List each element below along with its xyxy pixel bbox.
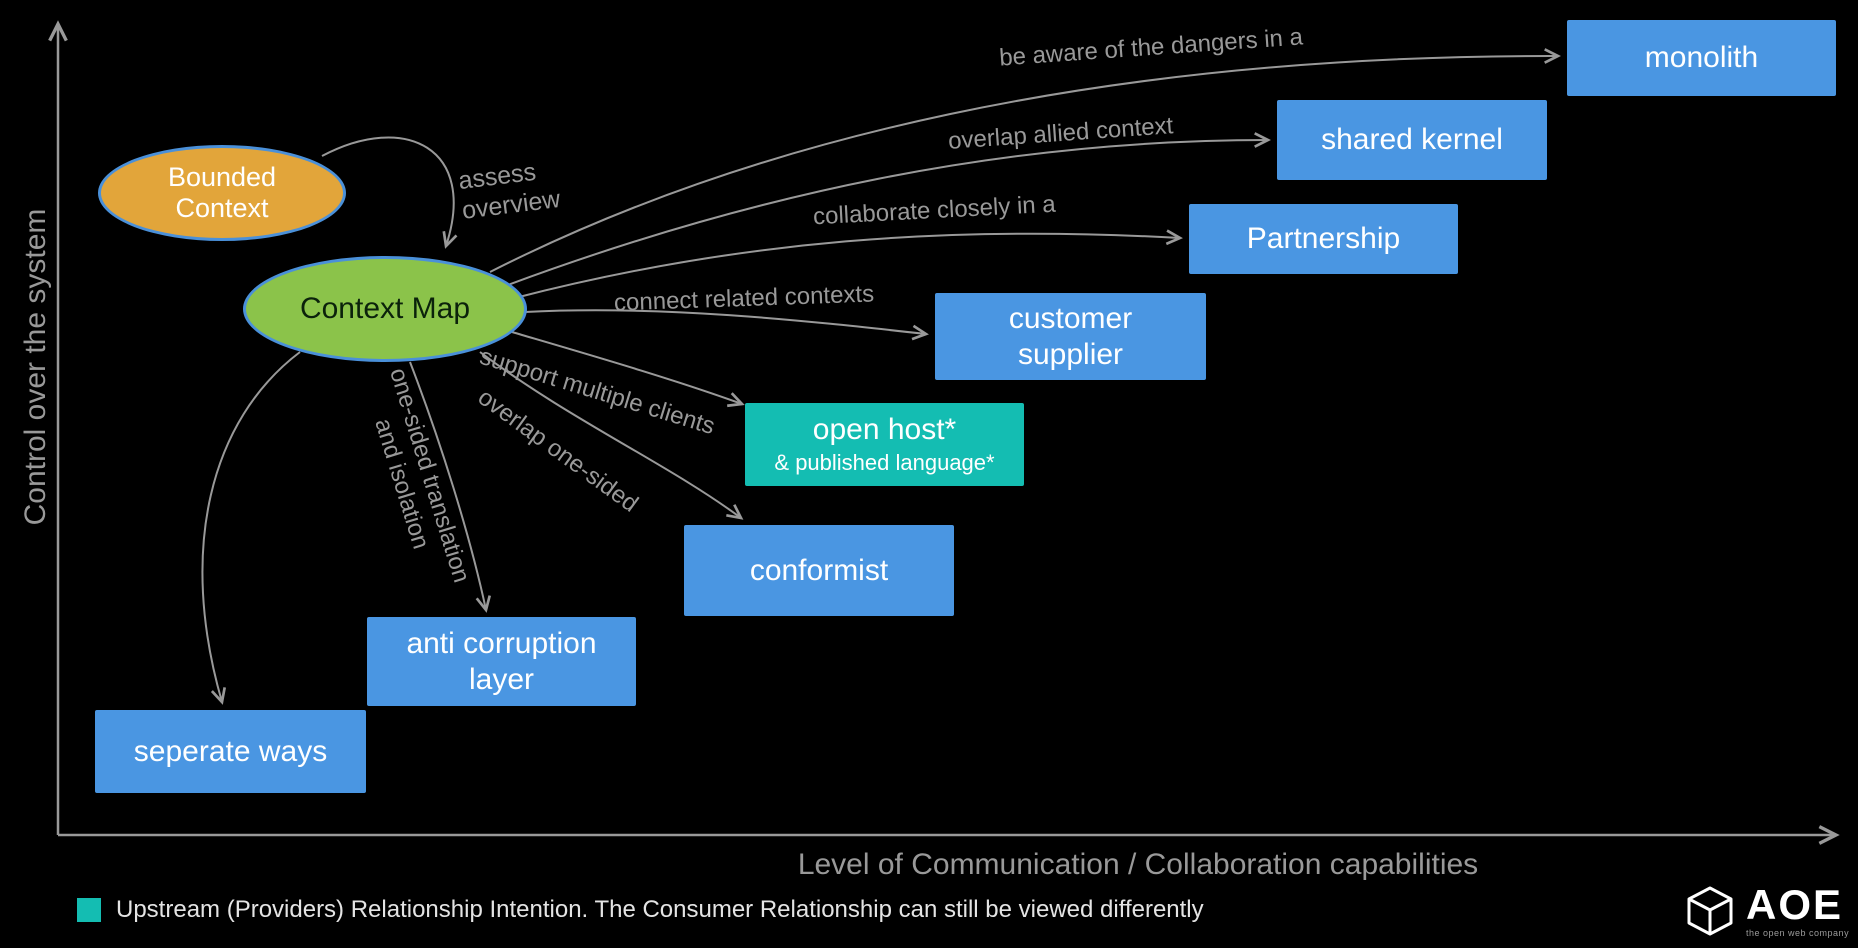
legend-text: Upstream (Providers) Relationship Intent… <box>116 896 1204 923</box>
node-anti-corruption-layer-label-line1: anti corruption <box>406 626 597 660</box>
node-monolith-label: monolith <box>1644 41 1759 74</box>
node-bounded-context-label-line2: Context <box>175 193 269 223</box>
node-customer-supplier-label-line1: customer <box>1008 301 1133 335</box>
edge-monolith <box>489 48 1561 273</box>
legend: Upstream (Providers) Relationship Intent… <box>77 896 1204 924</box>
node-monolith: monolith <box>1567 20 1836 96</box>
node-open-host: open host* & published language* <box>745 403 1024 486</box>
node-anti-corruption-layer: anti corruption layer <box>367 617 636 706</box>
node-conformist-label: conformist <box>749 553 889 587</box>
node-open-host-label: open host* <box>812 413 957 447</box>
edge-seperate-ways <box>201 351 301 705</box>
edge-assess-overview <box>321 136 458 249</box>
edge-partnership <box>514 229 1183 299</box>
edge-customer-supplier <box>524 309 929 341</box>
node-shared-kernel-label: shared kernel <box>1321 123 1503 156</box>
node-partnership: Partnership <box>1189 204 1458 274</box>
node-customer-supplier-label-line2: supplier <box>1017 337 1124 371</box>
edge-open-host <box>511 331 745 408</box>
node-conformist: conformist <box>684 525 954 616</box>
node-seperate-ways-label: seperate ways <box>133 734 328 768</box>
x-axis-label: Level of Communication / Collaboration c… <box>797 848 1479 881</box>
node-anti-corruption-layer-label-line2: layer <box>468 662 535 696</box>
edge-label-assess-overview: assess overview <box>457 154 562 226</box>
legend-upstream-swatch <box>77 898 101 922</box>
aoe-logo: AOE the open web company <box>1686 884 1849 938</box>
cube-icon <box>1687 886 1733 936</box>
logo-text: AOE <box>1746 881 1844 928</box>
node-shared-kernel: shared kernel <box>1277 100 1547 180</box>
node-partnership-label: Partnership <box>1246 222 1401 255</box>
edge-anti-corruption-layer <box>409 361 492 613</box>
node-open-host-sublabel: & published language* <box>774 450 995 476</box>
node-context-map: Context Map <box>243 256 527 362</box>
edge-shared-kernel <box>504 132 1271 287</box>
node-bounded-context: Bounded Context <box>98 145 346 241</box>
node-customer-supplier: customer supplier <box>935 293 1206 380</box>
logo-tagline: the open web company <box>1746 928 1850 938</box>
node-bounded-context-label-line1: Bounded <box>167 161 277 192</box>
node-context-map-label: Context Map <box>299 291 471 325</box>
y-axis-label: Control over the system <box>19 208 52 526</box>
edge-conformist <box>479 351 744 520</box>
node-seperate-ways: seperate ways <box>95 710 366 793</box>
